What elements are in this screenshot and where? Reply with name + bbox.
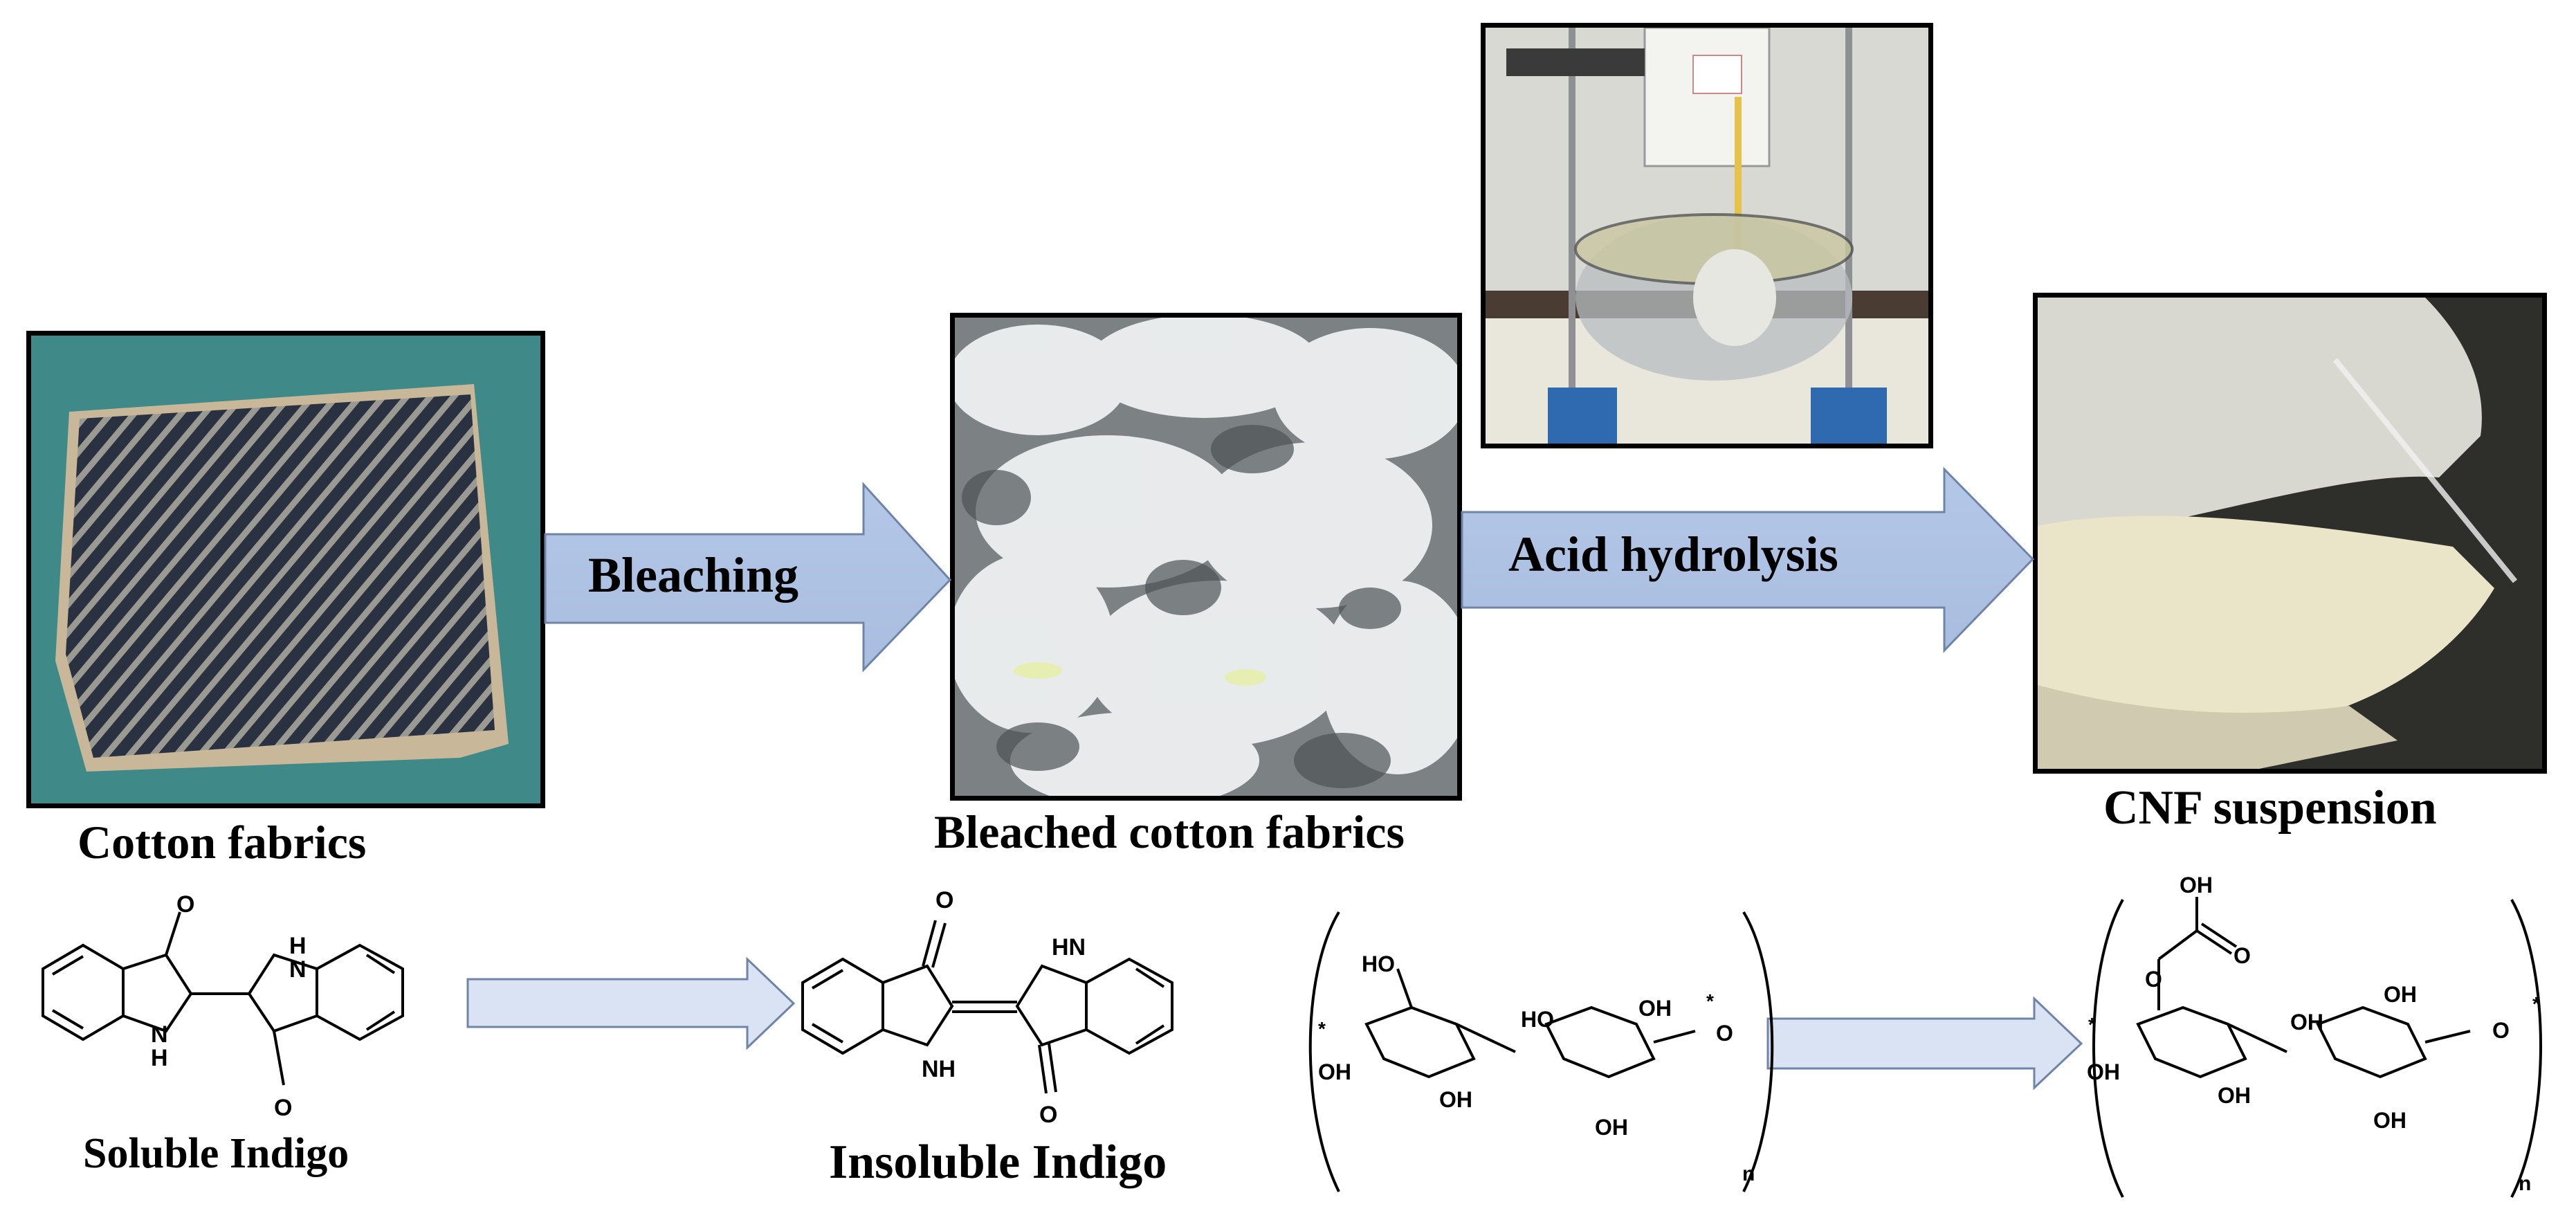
atom-n-top: N — [289, 956, 307, 983]
atom-o-carboxyl: O — [2234, 943, 2251, 968]
hydrolysis-apparatus-image — [1486, 28, 1928, 444]
cnf-flask-image — [2038, 298, 2542, 769]
bleached-cotton-photo — [950, 313, 1462, 801]
atom-n-bottom: N — [151, 1021, 168, 1048]
atom-h-top: H — [289, 933, 307, 959]
atom-o-carbonyl-top: O — [935, 887, 953, 913]
cnf-suspension-photo — [2033, 293, 2547, 774]
bleached-cotton-caption: Bleached cotton fabrics — [934, 805, 1405, 858]
cellulose-conversion-arrow — [1766, 996, 2083, 1091]
cellulose-structure — [1308, 911, 1774, 1192]
bleaching-label: Bleaching — [588, 547, 799, 603]
atom-oh-left: OH — [1318, 1059, 1351, 1084]
atom-o-ester: O — [2145, 967, 2162, 992]
atom-nh-left: NH — [922, 1056, 956, 1082]
acid-hydrolysis-setup-photo — [1481, 23, 1933, 448]
atom-o-minus-bottom: O — [274, 1095, 292, 1121]
atom-oh-c6-bottom-ox: OH — [2373, 1108, 2406, 1133]
soluble-indigo-caption: Soluble Indigo — [83, 1130, 349, 1177]
subscript-n-cellulose: n — [1742, 1163, 1755, 1185]
cotton-fabrics-caption: Cotton fabrics — [77, 816, 367, 868]
atom-h-bottom: H — [151, 1045, 168, 1071]
atom-hn-right: HN — [1052, 934, 1086, 961]
repeat-star-right: * — [1706, 990, 1714, 1012]
atom-oh-carboxyl: OH — [2180, 873, 2213, 898]
bleached-fibers-image — [955, 318, 1457, 796]
cotton-fabric-photo — [26, 331, 545, 808]
repeat-star-left: * — [1318, 1018, 1326, 1039]
atom-ho-c6: HO — [1362, 952, 1395, 976]
atom-oh-left-ox: OH — [2087, 1059, 2120, 1084]
atom-oh-bottom: OH — [1439, 1087, 1472, 1112]
cnf-suspension-caption: CNF suspension — [2103, 781, 2437, 835]
acid-hydrolysis-label: Acid hydrolysis — [1508, 527, 1838, 582]
atom-o-carbonyl-bottom: O — [1039, 1102, 1057, 1128]
atom-o-minus-top: O — [176, 891, 194, 918]
repeat-star-right-ox: * — [2532, 993, 2540, 1014]
indigo-conversion-arrow — [466, 956, 796, 1050]
atom-oh-right: OH — [1638, 996, 1672, 1021]
atom-oh-right-ox: OH — [2384, 982, 2417, 1007]
atom-o-link-ox: O — [2492, 1018, 2510, 1043]
atom-oh-bottom-ox: OH — [2218, 1083, 2251, 1108]
insoluble-indigo-caption: Insoluble Indigo — [829, 1136, 1167, 1189]
insoluble-indigo-structure — [801, 920, 1173, 1094]
atom-o-link-right: O — [1716, 1021, 1733, 1046]
atom-oh-c6-bottom: OH — [1595, 1115, 1628, 1140]
oxidized-cellulose-structure — [2092, 897, 2542, 1198]
atom-ho-mid: HO — [1521, 1007, 1554, 1032]
atom-oh-mid-ox: OH — [2290, 1010, 2323, 1035]
subscript-n-oxidized: n — [2519, 1172, 2531, 1195]
denim-swatch-image — [31, 336, 540, 803]
soluble-indigo-structure — [42, 911, 404, 1086]
repeat-star-left-ox: * — [2088, 1014, 2096, 1035]
